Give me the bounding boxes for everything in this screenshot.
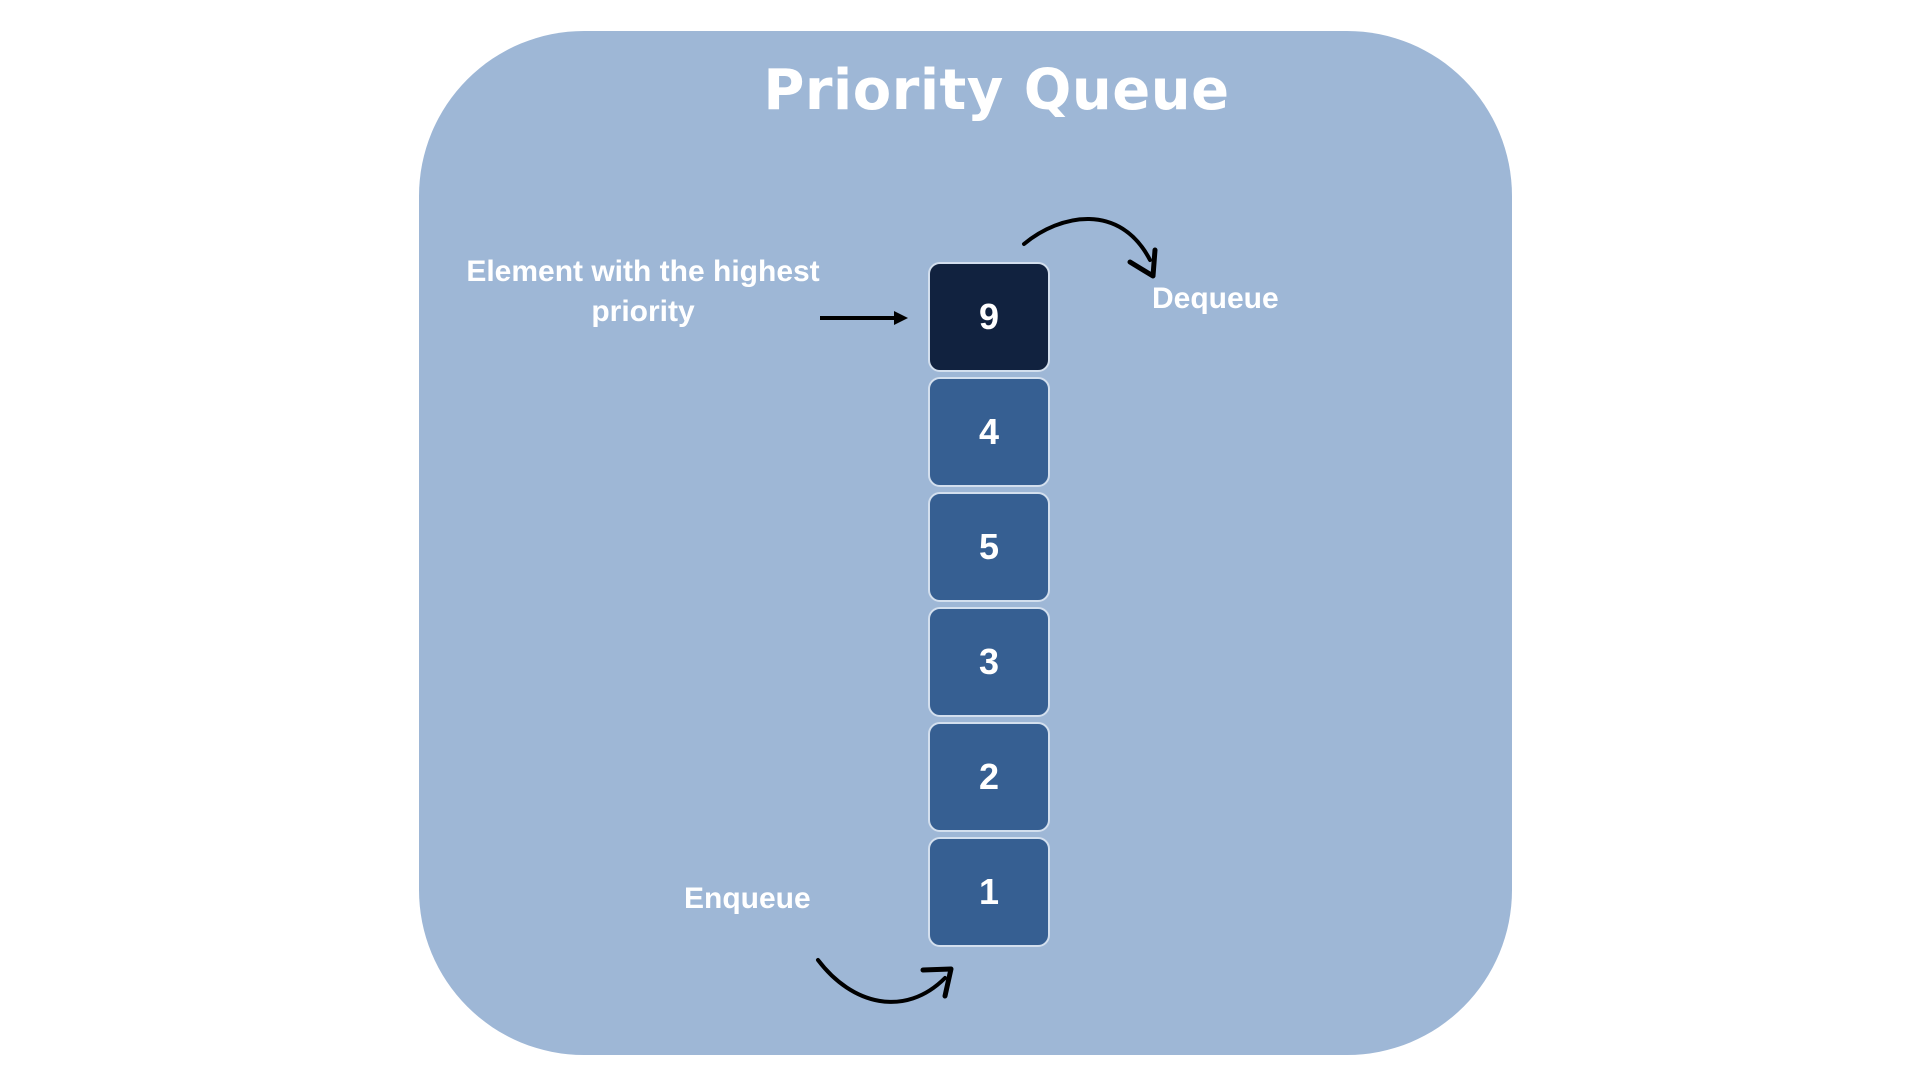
queue-element: 5	[928, 492, 1050, 602]
highest-priority-label: Element with the highest priority	[466, 255, 820, 328]
dequeue-label: Dequeue	[1152, 282, 1279, 315]
pointer-arrow-icon	[820, 311, 908, 325]
diagram-title: Priority Queue	[763, 58, 1230, 123]
queue-stack: 9 4 5 3 2 1	[928, 262, 1050, 952]
queue-element: 1	[928, 837, 1050, 947]
enqueue-arrow-icon	[816, 958, 954, 1004]
enqueue-label: Enqueue	[684, 882, 811, 915]
queue-element: 3	[928, 607, 1050, 717]
queue-element-highest: 9	[928, 262, 1050, 372]
queue-element: 4	[928, 377, 1050, 487]
dequeue-arrow-icon	[1022, 217, 1158, 279]
queue-element: 2	[928, 722, 1050, 832]
